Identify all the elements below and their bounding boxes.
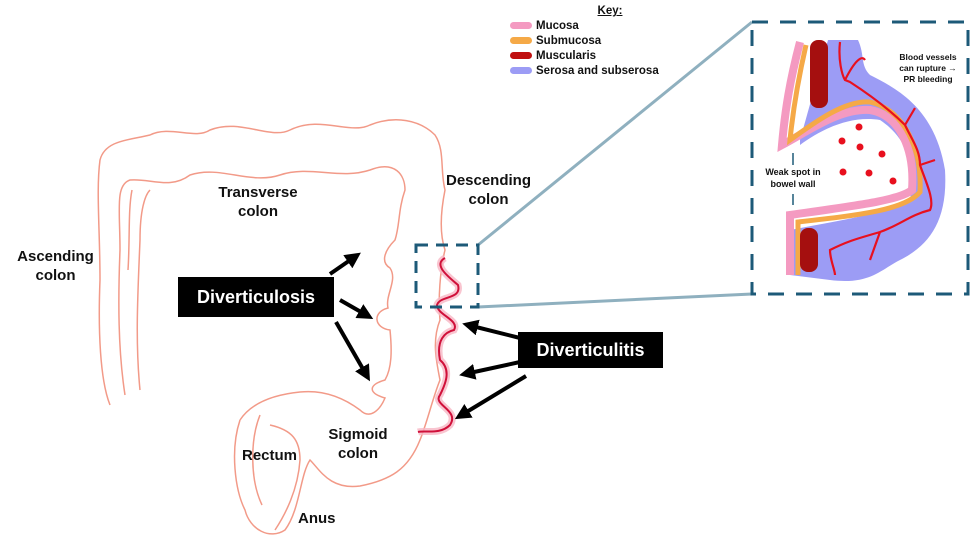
small-dashed-box — [414, 243, 480, 309]
label-anus: Anus — [298, 510, 336, 527]
legend-item-submucosa: Submucosa — [510, 33, 710, 48]
legend-item-muscularis: Muscularis — [510, 48, 710, 63]
legend-label: Mucosa — [536, 19, 579, 32]
diverticulosis-callout: Diverticulosis — [178, 277, 334, 317]
label-sigmoid-colon: Sigmoid colon — [328, 426, 388, 462]
legend-swatch — [510, 67, 532, 74]
zoom-line-bottom — [477, 292, 753, 309]
label-ascending-colon: Ascending colon — [17, 248, 94, 284]
muscularis-bottom — [800, 228, 818, 272]
weak-spot-label: Weak spot in bowel wall — [765, 167, 821, 189]
diverticulitis-callout: Diverticulitis — [518, 332, 663, 368]
blood-vessels-label: Blood vessels can rupture → PR bleeding — [899, 52, 957, 85]
legend-label: Muscularis — [536, 49, 597, 62]
label-rectum: Rectum — [242, 447, 298, 464]
legend-label: Serosa and subserosa — [536, 64, 659, 77]
legend: Key: Mucosa Submucosa Muscularis Serosa … — [510, 5, 710, 78]
blood-drops — [838, 123, 897, 185]
label-transverse-colon: Transverse colon — [218, 184, 298, 220]
legend-item-mucosa: Mucosa — [510, 18, 710, 33]
legend-swatch — [510, 22, 532, 29]
zoom-line-top — [477, 20, 753, 247]
callout-arrows — [328, 252, 528, 420]
colon-outline — [97, 119, 446, 535]
legend-swatch — [510, 52, 532, 59]
inset-dashed-box — [750, 20, 970, 296]
legend-item-serosa: Serosa and subserosa — [510, 63, 710, 78]
diverticulum-cross-section — [777, 40, 946, 281]
muscularis-top — [810, 40, 828, 108]
legend-label: Submucosa — [536, 34, 602, 47]
inflamed-diverticula — [417, 254, 462, 436]
legend-swatch — [510, 37, 532, 44]
label-descending-colon: Descending colon — [445, 172, 532, 208]
legend-title: Key: — [597, 5, 623, 17]
